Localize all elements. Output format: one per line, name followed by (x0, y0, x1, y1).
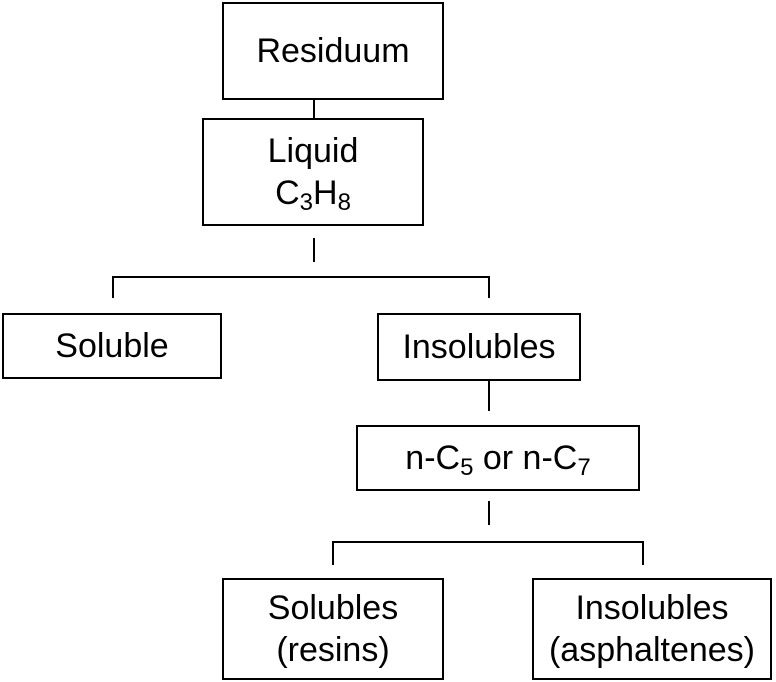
node-solvent-label: n-C5 or n-C7 (405, 439, 591, 481)
connector-liquid-down (313, 238, 315, 262)
node-liquid-propane: Liquid C3H8 (202, 118, 424, 226)
connector-residuum-liquid (313, 98, 315, 120)
node-insolubles2-label: Insolubles (575, 589, 729, 627)
node-asphaltenes-label: (asphaltenes) (548, 631, 755, 669)
connector-insolubles-solvent (488, 381, 490, 411)
node-insolubles-asphaltenes: Insolubles (asphaltenes) (532, 578, 772, 680)
connector-branch-2-right (642, 541, 644, 565)
connector-branch-2-left (332, 541, 334, 565)
node-solvent: n-C5 or n-C7 (356, 425, 640, 491)
node-soluble: Soluble (2, 313, 222, 379)
node-residuum: Residuum (222, 2, 444, 100)
node-resins-label: (resins) (276, 631, 390, 669)
connector-branch-2 (332, 541, 644, 543)
node-solubles-resins: Solubles (resins) (222, 578, 444, 680)
node-insolubles: Insolubles (377, 313, 581, 381)
node-residuum-label: Residuum (256, 32, 410, 70)
node-propane-formula: C3H8 (275, 174, 351, 216)
connector-branch-1 (112, 276, 490, 278)
connector-branch-1-right (488, 276, 490, 298)
node-soluble-label: Soluble (55, 327, 169, 365)
node-solubles-label: Solubles (267, 589, 399, 627)
node-liquid-label: Liquid (267, 132, 359, 170)
connector-solvent-down (488, 501, 490, 525)
connector-branch-1-left (112, 276, 114, 298)
node-insolubles-label: Insolubles (402, 328, 556, 366)
